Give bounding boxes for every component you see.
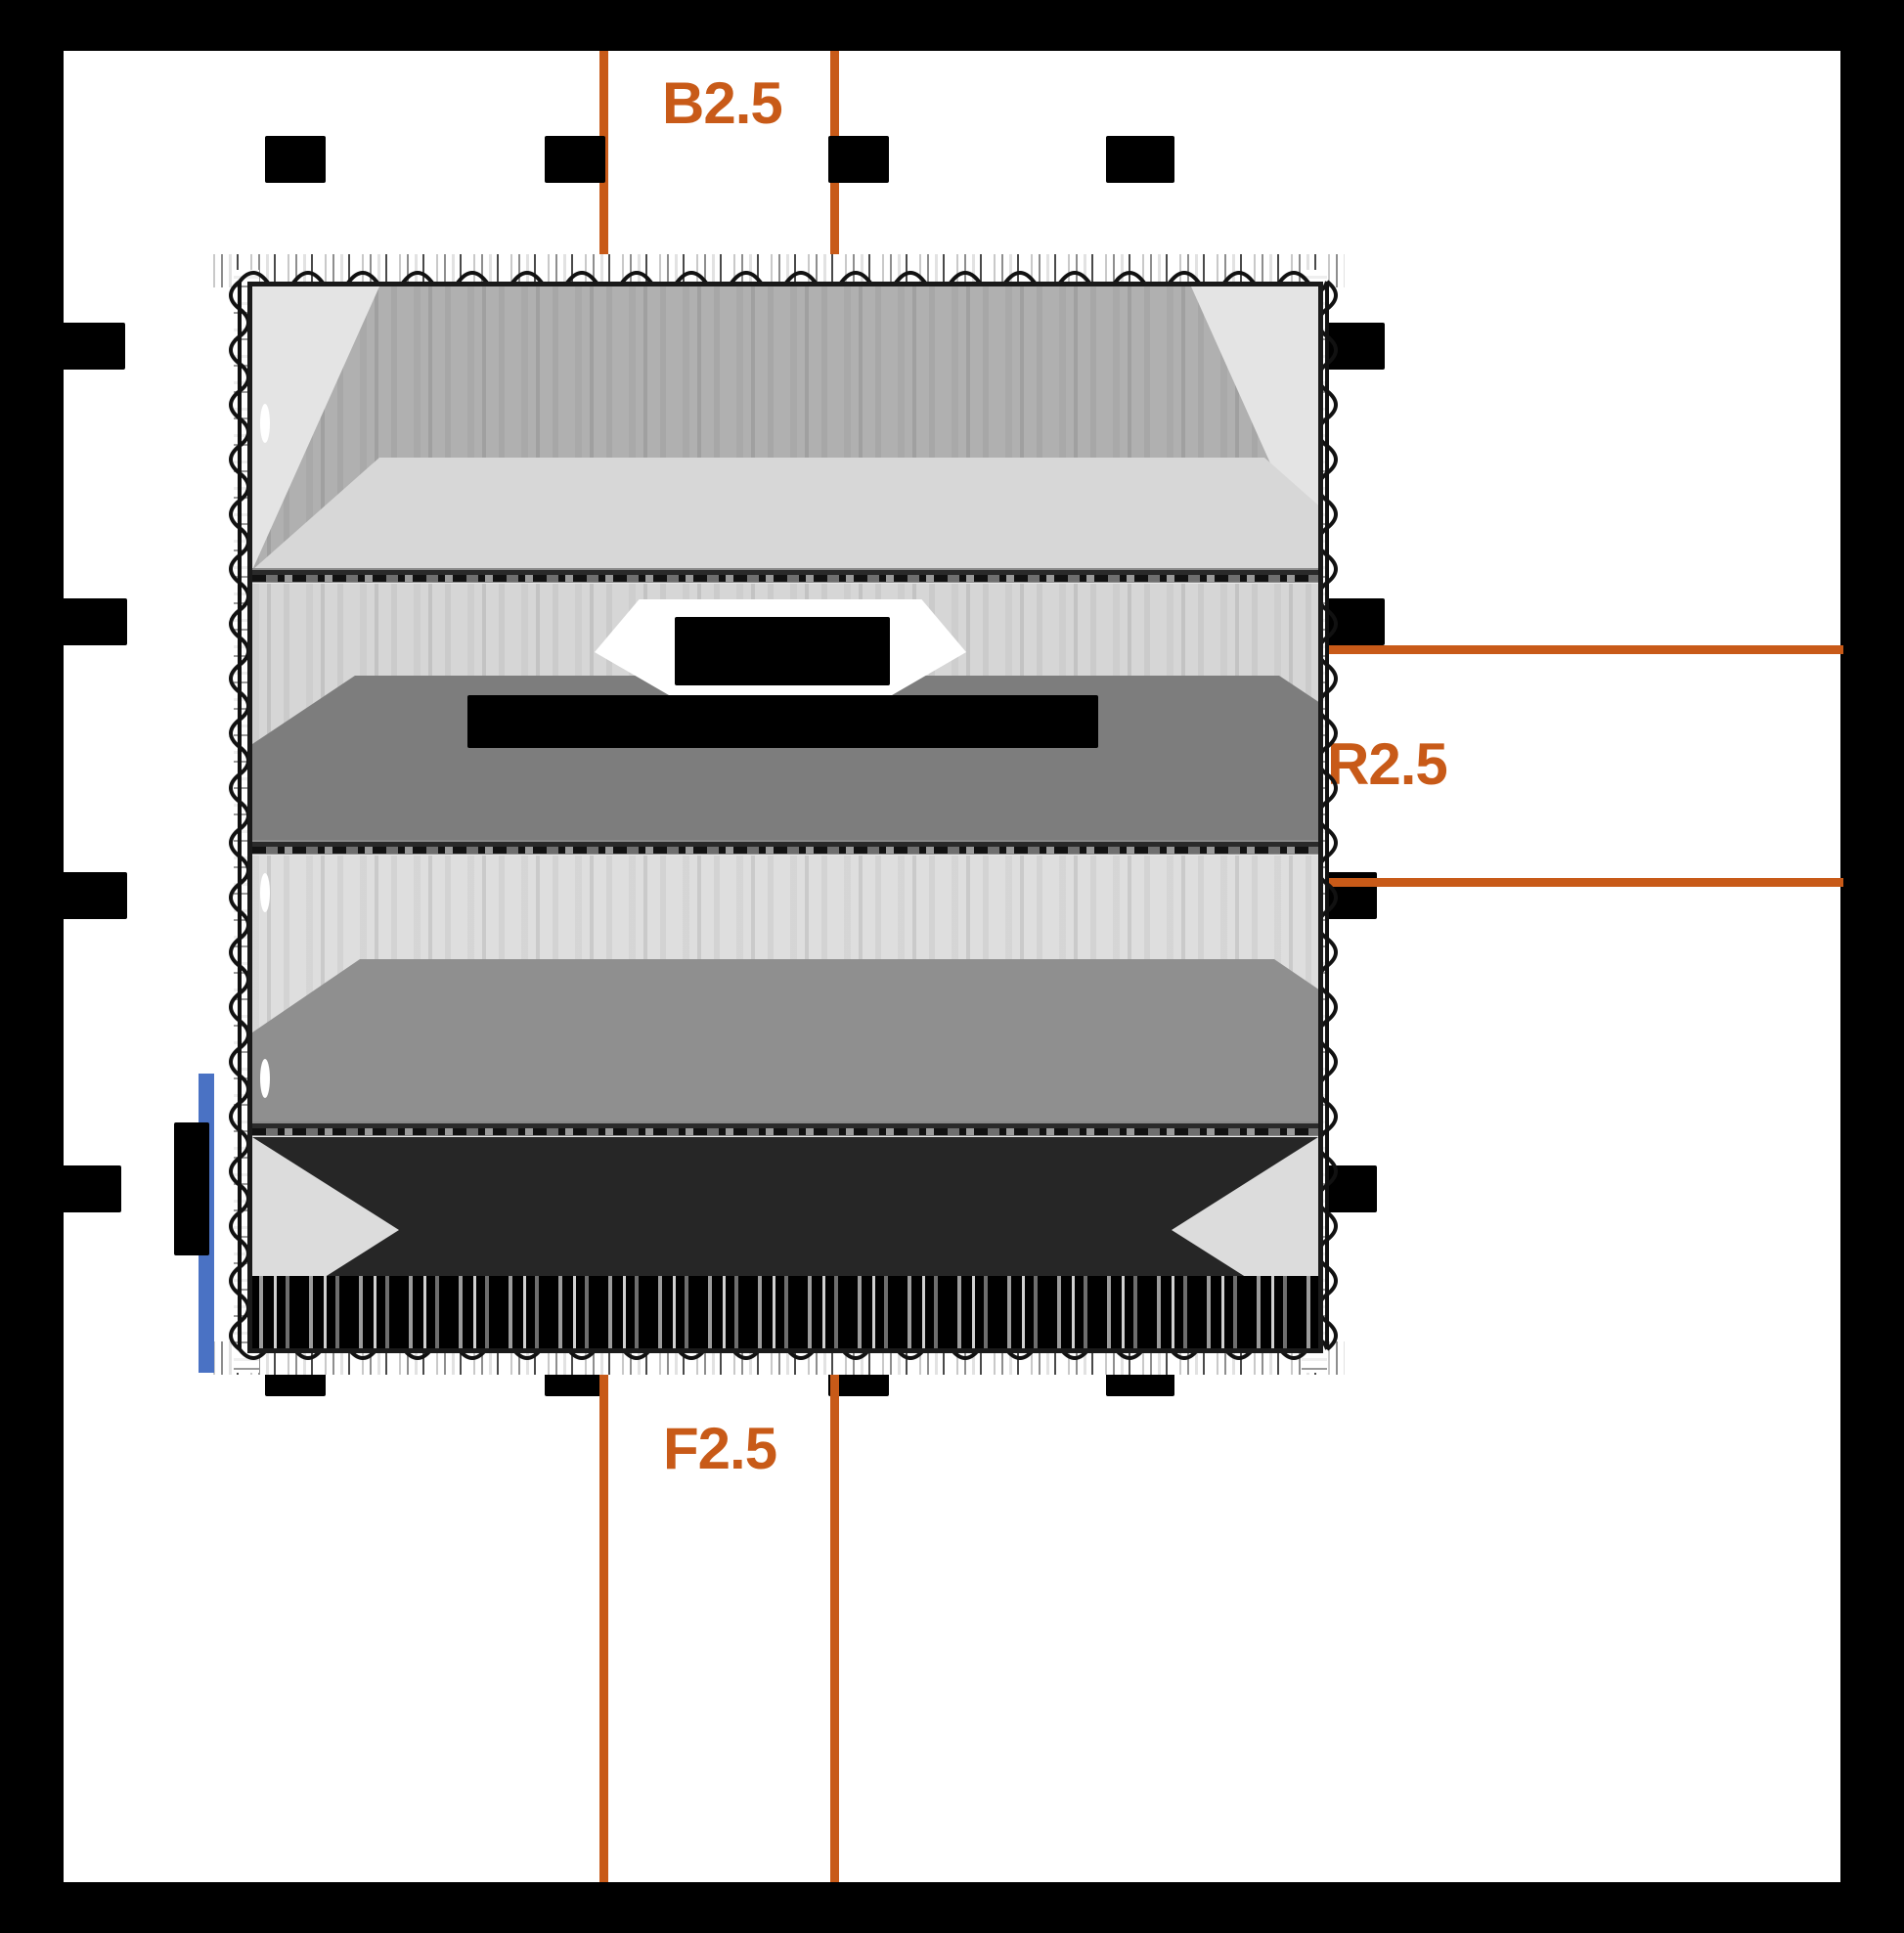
- drawing-sheet: B2.5 R2.5 F2.5: [51, 51, 1843, 1882]
- section-line-r25-upper: [1120, 645, 1843, 654]
- section-line-f25-left: [599, 1205, 608, 1882]
- grid-label-top-3: [828, 136, 889, 183]
- grid-label-top-1: [265, 136, 326, 183]
- rail-marker-c: [260, 1059, 270, 1098]
- level-barcode-1: [252, 1276, 1318, 1348]
- section-label-f25: F2.5: [663, 1416, 777, 1481]
- section-drawing: [210, 246, 1345, 1381]
- floor-dash-2: [252, 1128, 1318, 1135]
- rail-marker-b: [260, 873, 270, 912]
- section-label-b25: B2.5: [662, 70, 783, 136]
- grid-label-left-4: [61, 1165, 121, 1212]
- rail-marker-a: [260, 404, 270, 443]
- section-line-b25-left: [599, 51, 608, 325]
- section-line-r25-lower: [1120, 878, 1843, 887]
- floor-dash-4: [252, 575, 1318, 582]
- level-fill-2: [252, 959, 1318, 1129]
- section-label-r25: R2.5: [1327, 731, 1448, 797]
- left-callout-label: [174, 1122, 209, 1255]
- level-fill-4: [252, 458, 1318, 570]
- grid-label-top-4: [1106, 136, 1174, 183]
- grid-label-left-1: [51, 323, 125, 370]
- floor-dash-3: [252, 847, 1318, 854]
- section-body: [247, 282, 1323, 1353]
- grid-label-top-2: [545, 136, 605, 183]
- center-annotation-title: [675, 617, 890, 685]
- grid-label-left-3: [61, 872, 127, 919]
- grid-label-left-2: [61, 598, 127, 645]
- section-line-b25-right: [830, 51, 839, 325]
- center-annotation-subtitle: [467, 695, 1098, 748]
- section-line-f25-right: [830, 1205, 839, 1882]
